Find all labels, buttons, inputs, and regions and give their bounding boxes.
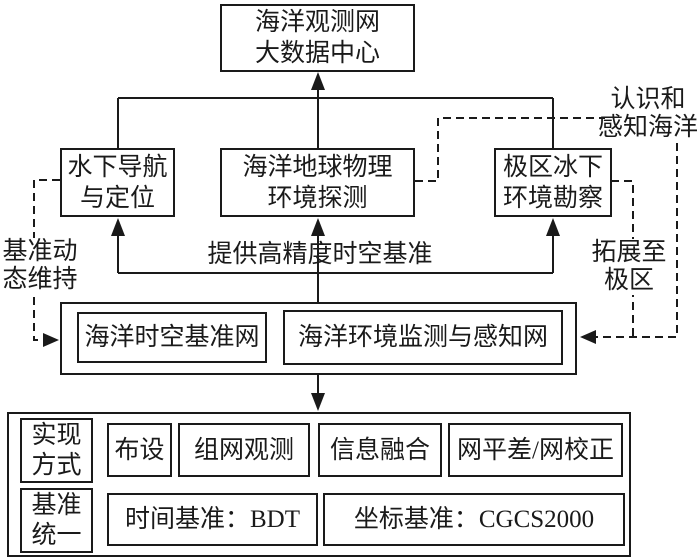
node-geophysical: 海洋地球物理 环境探测 xyxy=(220,148,415,217)
arrowhead-to-data-center xyxy=(311,72,325,90)
label-extend-polar: 拓展至 极区 xyxy=(584,239,674,295)
bottom-panel xyxy=(7,412,631,557)
cell-deployment-label: 布设 xyxy=(114,436,165,464)
node-data-center: 海洋观测网 大数据中心 xyxy=(220,4,415,72)
row1-header-implementation: 实现 方式 xyxy=(20,418,93,483)
node-polar-ice: 极区冰下 环境勘察 xyxy=(494,148,612,217)
cell-coordinate-datum-cgcs2000: 坐标基准：CGCS2000 xyxy=(323,493,625,546)
node-underwater-nav: 水下导航 与定位 xyxy=(60,148,175,217)
node-underwater-nav-line1: 水下导航 xyxy=(67,153,168,181)
label-perceive-ocean-line1: 认识和 xyxy=(610,86,686,113)
group-network-container xyxy=(60,302,577,375)
arrowhead-to-bottom-panel xyxy=(311,393,325,411)
dashed-geophysical-perceive xyxy=(415,117,605,182)
label-perceive-ocean: 认识和 感知海洋 xyxy=(596,86,700,142)
cell-networked-observation-label: 组网观测 xyxy=(193,436,294,464)
node-polar-ice-line2: 环境勘察 xyxy=(502,184,603,212)
row1-header-line2: 方式 xyxy=(31,451,82,479)
arrowhead-into-container-right xyxy=(580,330,596,344)
arrowhead-to-geophysical xyxy=(311,218,325,236)
cell-time-datum-bdt-label: 时间基准：BDT xyxy=(124,506,300,533)
node-spatiotemporal-net: 海洋时空基准网 xyxy=(77,312,267,363)
label-datum-maintain-line1: 基准动 xyxy=(2,238,78,265)
row2-header-line1: 基准 xyxy=(31,491,82,519)
arrowhead-to-nav xyxy=(111,218,125,236)
node-geophysical-line2: 环境探测 xyxy=(267,184,368,212)
row2-header-datum-unification: 基准 统一 xyxy=(20,488,93,553)
node-geophysical-line1: 海洋地球物理 xyxy=(242,153,393,181)
label-datum-maintain: 基准动 态维持 xyxy=(1,238,79,294)
label-provide-reference: 提供高精度时空基准 xyxy=(207,241,433,268)
cell-network-adjustment: 网平差/网校正 xyxy=(448,423,623,477)
arrowhead-into-container-left xyxy=(43,333,59,347)
label-extend-polar-line1: 拓展至 xyxy=(591,239,667,266)
row2-header-line2: 统一 xyxy=(31,521,82,549)
cell-coordinate-datum-cgcs2000-label: 坐标基准：CGCS2000 xyxy=(353,506,595,533)
node-monitor-net-label: 海洋环境监测与感知网 xyxy=(297,324,548,351)
node-monitor-net: 海洋环境监测与感知网 xyxy=(283,310,563,365)
label-extend-polar-line2: 极区 xyxy=(603,267,654,294)
cell-deployment: 布设 xyxy=(107,423,172,477)
cell-information-fusion-label: 信息融合 xyxy=(329,436,430,464)
cell-information-fusion: 信息融合 xyxy=(318,423,442,477)
label-datum-maintain-line2: 态维持 xyxy=(2,266,78,293)
row1-header-line1: 实现 xyxy=(31,421,82,449)
cell-networked-observation: 组网观测 xyxy=(178,423,310,477)
dashed-polar-extend xyxy=(611,180,634,337)
label-perceive-ocean-line2: 感知海洋 xyxy=(597,114,698,141)
cell-time-datum-bdt: 时间基准：BDT xyxy=(107,493,318,546)
node-spatiotemporal-net-label: 海洋时空基准网 xyxy=(84,324,260,351)
node-data-center-line1: 海洋观测网 xyxy=(254,9,380,36)
node-underwater-nav-line2: 与定位 xyxy=(79,184,155,212)
arrowhead-to-polar xyxy=(546,218,560,236)
cell-network-adjustment-label: 网平差/网校正 xyxy=(457,436,614,464)
dashed-perceive-feedback xyxy=(596,143,678,338)
node-polar-ice-line1: 极区冰下 xyxy=(502,153,603,181)
node-data-center-line2: 大数据中心 xyxy=(254,40,380,67)
